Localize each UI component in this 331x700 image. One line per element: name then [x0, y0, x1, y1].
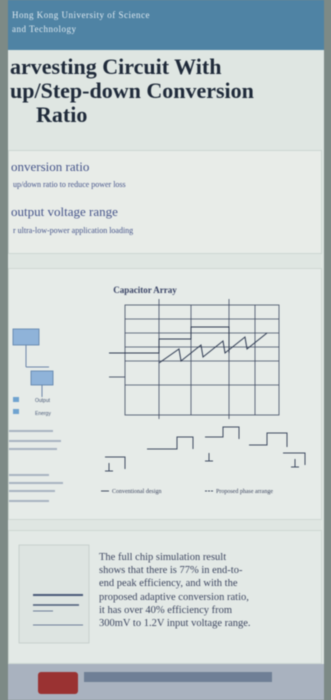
- results-paragraph: The full chip simulation result shows th…: [99, 551, 315, 630]
- switch-network: [105, 426, 306, 472]
- goal-subtext: up/down ratio to reduce power loss: [13, 180, 126, 189]
- results-line: shows that there is 77% in end-to-: [99, 565, 243, 577]
- university-logo: [38, 672, 78, 694]
- results-line: end peak efficiency, and with the: [99, 578, 238, 590]
- header-line: Hong Kong University of Science: [12, 10, 150, 20]
- poster-footer: [8, 664, 324, 700]
- title-line: arvesting Circuit With: [10, 54, 222, 79]
- legend-item: Proposed phase arrange: [216, 489, 273, 495]
- results-line: it has over 40% efficiency from: [99, 604, 233, 616]
- goal-heading: onversion ratio: [11, 159, 90, 174]
- goal-heading: output voltage range: [11, 204, 118, 219]
- footer-bar: [84, 672, 272, 682]
- results-line: proposed adaptive conversion ratio,: [99, 591, 249, 603]
- results-panel: The full chip simulation result shows th…: [8, 530, 322, 664]
- poster-title: arvesting Circuit With up/Step-down Conv…: [10, 55, 322, 127]
- results-line: The full chip simulation result: [99, 552, 227, 563]
- results-line: 300mV to 1.2V input voltage range.: [99, 618, 251, 630]
- title-line: up/Step-down Conversion: [10, 78, 254, 103]
- block-diagram: Output Energy: [9, 328, 63, 502]
- goal-subtext: r ultra-low-power application loading: [13, 226, 134, 235]
- legend-item: Conventional design: [112, 489, 162, 495]
- title-line: Ratio: [36, 102, 88, 127]
- header-line: and Technology: [12, 24, 77, 34]
- poster-header: Hong Kong University of Science and Tech…: [8, 0, 324, 50]
- goals-panel: onversion ratio up/down ratio to reduce …: [8, 150, 322, 254]
- figure-panel: Capacitor Array Output Energy: [8, 268, 322, 520]
- figure-legend: Conventional design Proposed phase arran…: [101, 489, 273, 495]
- poster: Hong Kong University of Science and Tech…: [8, 0, 324, 700]
- figure-title: Capacitor Array: [113, 285, 177, 295]
- waveform-plot: [109, 299, 280, 419]
- block-label: Energy: [35, 411, 51, 417]
- block-label: Output: [35, 398, 51, 404]
- circuit-figure: Capacitor Array Output Energy: [9, 285, 306, 502]
- efficiency-plot: [18, 544, 90, 644]
